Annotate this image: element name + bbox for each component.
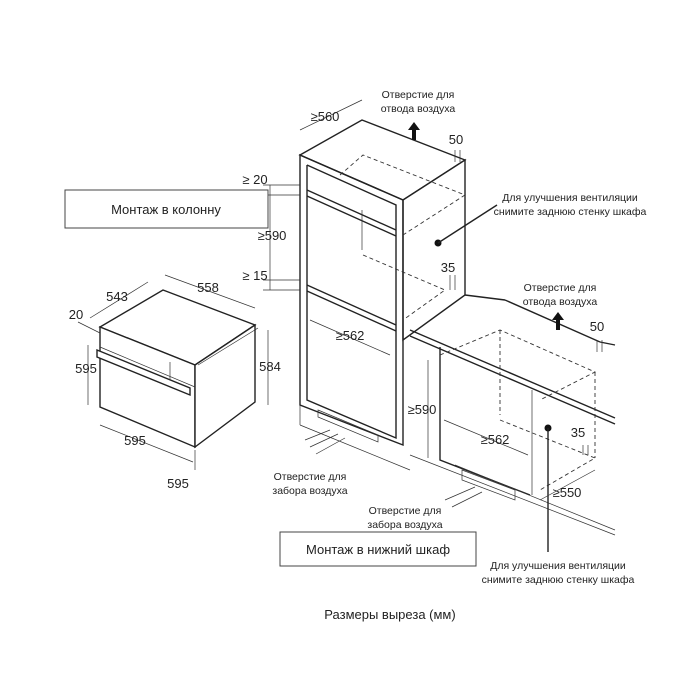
dim-oven-height-body: 584 <box>259 359 281 374</box>
dim-column-gap-back: 50 <box>449 132 463 147</box>
column-install-label-box <box>64 189 269 229</box>
dim-oven-panel: 20 <box>69 307 83 322</box>
dim-column-depth: ≥560 <box>311 109 340 124</box>
dim-cabinet-height: ≥590 <box>408 402 437 417</box>
column-intake-label-1: Отверстие для <box>274 471 347 483</box>
dim-column-back-gap: 35 <box>441 260 455 275</box>
cabinet-install-label-box <box>279 531 477 567</box>
dim-oven-height-front: 595 <box>75 361 97 376</box>
column-exhaust-label-1: Отверстие для <box>382 89 455 101</box>
cabinet-exhaust-label-2: отвода воздуха <box>523 296 598 308</box>
exhaust-arrow-icon <box>408 122 420 140</box>
dim-oven-width-overall: 595 <box>167 476 189 491</box>
cabinet-install-label: Монтаж в нижний шкаф <box>306 542 450 557</box>
dim-column-height: ≥590 <box>258 228 287 243</box>
cabinet-exhaust-label-1: Отверстие для <box>524 282 597 294</box>
exhaust-arrow-icon-2 <box>552 312 564 330</box>
column-vent-grille <box>317 409 379 443</box>
column-cabinet-drawing <box>263 99 498 471</box>
dim-cabinet-back-gap: 35 <box>571 425 585 440</box>
dim-cabinet-gap-back: 50 <box>590 319 604 334</box>
base-cabinet-drawing <box>409 294 616 552</box>
diagram-caption: Размеры выреза (мм) <box>324 607 455 622</box>
dim-column-top-gap: ≥ 20 <box>242 172 267 187</box>
cabinet-vent-note-1: Для улучшения вентиляции <box>490 560 626 572</box>
dim-oven-depth: 543 <box>106 289 128 304</box>
dim-column-bottom-gap: ≥ 15 <box>242 268 267 283</box>
oven-drawing <box>77 274 269 470</box>
cabinet-intake-label-2: забора воздуха <box>367 519 442 531</box>
column-exhaust-label-2: отвода воздуха <box>381 103 456 115</box>
column-vent-note-2: снимите заднюю стенку шкафа <box>494 206 647 218</box>
dim-cabinet-width: ≥562 <box>481 432 510 447</box>
cabinet-intake-label-1: Отверстие для <box>369 505 442 517</box>
column-install-label: Монтаж в колонну <box>111 202 221 217</box>
cabinet-vent-note-2: снимите заднюю стенку шкафа <box>482 574 635 586</box>
dim-oven-width-front: 595 <box>124 433 146 448</box>
dim-cabinet-depth: ≥550 <box>553 485 582 500</box>
cabinet-vent-grille <box>461 469 516 501</box>
dim-column-width: ≥562 <box>336 328 365 343</box>
column-intake-label-2: забора воздуха <box>272 485 347 497</box>
dim-oven-width-top: 558 <box>197 280 219 295</box>
column-vent-note-1: Для улучшения вентиляции <box>502 192 638 204</box>
